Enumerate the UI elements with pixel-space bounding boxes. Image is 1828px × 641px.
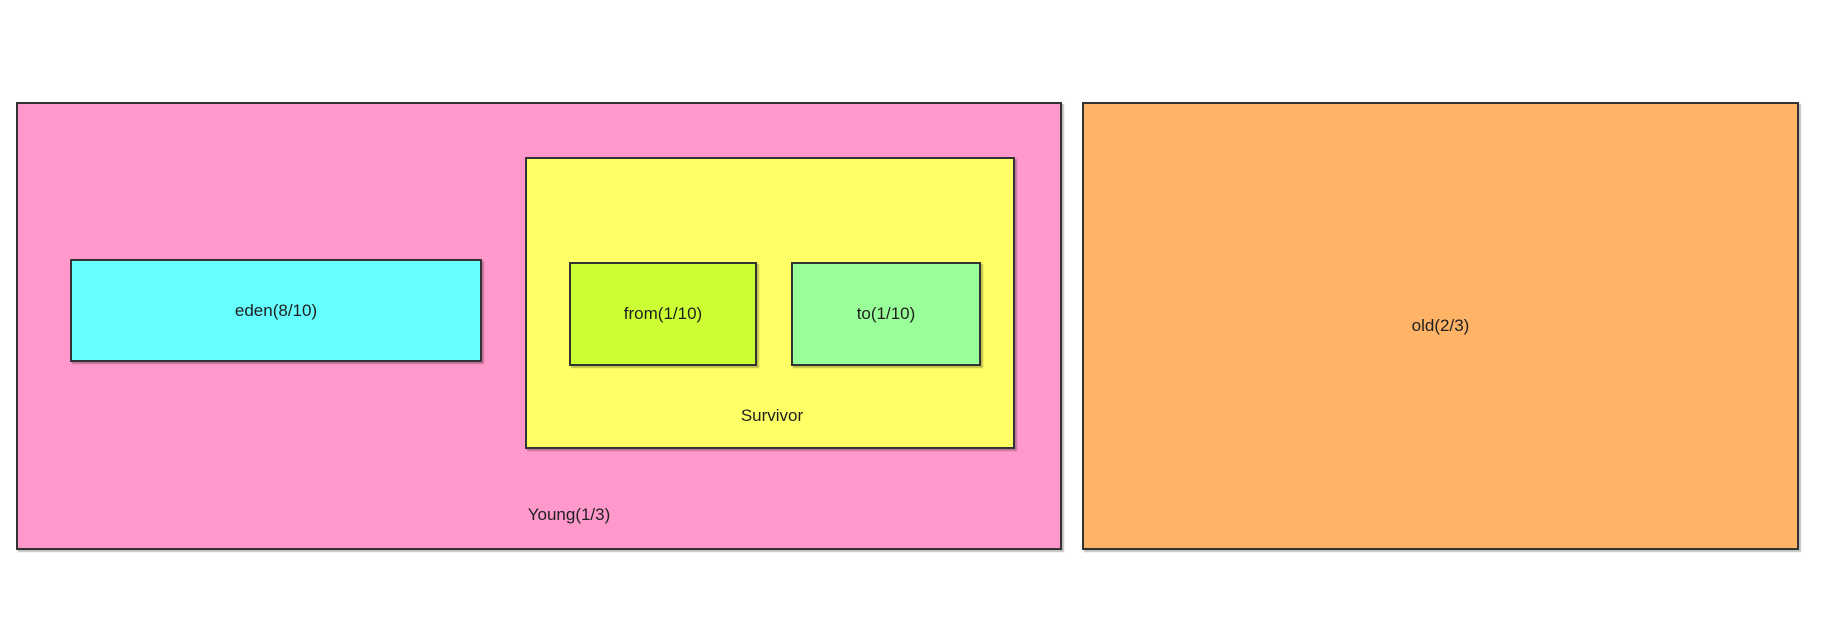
survivor-from-label: from(1/10): [623, 304, 703, 323]
young-generation-label: Young(1/3): [527, 505, 611, 524]
survivor-to-label: to(1/10): [856, 304, 916, 323]
old-generation-box: old(2/3): [1082, 102, 1799, 550]
survivor-from-box: from(1/10): [569, 262, 757, 366]
eden-space-box: eden(8/10): [70, 259, 482, 362]
eden-space-label: eden(8/10): [234, 300, 318, 320]
old-generation-label: old(2/3): [1411, 316, 1470, 335]
young-generation-box: eden(8/10) from(1/10) to(1/10) Survivor …: [16, 102, 1062, 550]
survivor-space-box: from(1/10) to(1/10) Survivor: [525, 157, 1015, 449]
survivor-space-label: Survivor: [740, 406, 804, 425]
survivor-to-box: to(1/10): [791, 262, 981, 366]
